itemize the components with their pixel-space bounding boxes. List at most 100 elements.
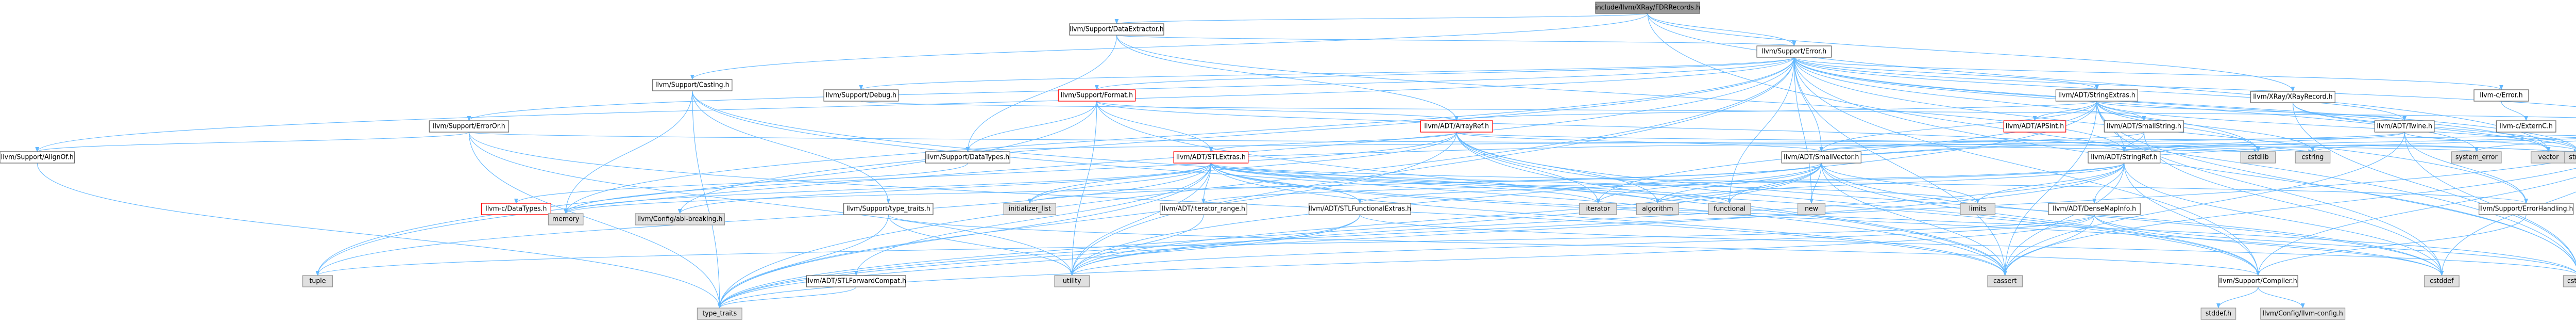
edge-smallvector-to-compiler	[1821, 163, 2260, 276]
node-llvm-c-error-h[interactable]: llvm-c/Error.h	[2473, 89, 2529, 102]
edge-supporterror-to-smallvector	[1793, 57, 1824, 152]
node-label: system_error	[2455, 153, 2498, 161]
node-llvm-c-externc-h[interactable]: llvm-c/ExternC.h	[2496, 120, 2556, 133]
node-llvm-support-compiler-h[interactable]: llvm/Support/Compiler.h	[2218, 275, 2298, 287]
node-llvm-adt-stringref-h[interactable]: llvm/ADT/StringRef.h	[2088, 151, 2161, 164]
node-llvm-adt-stlfunctionalextras-h[interactable]: llvm/ADT/STLFunctionalExtras.h	[1309, 203, 1411, 215]
node-box	[1173, 151, 1249, 164]
node-llvm-adt-twine-h[interactable]: llvm/ADT/Twine.h	[2374, 120, 2435, 133]
edge-supporterror-to-new	[1793, 57, 1814, 204]
edge-casting-to-type-traits	[692, 90, 722, 309]
edge-arrayref-to-algorithm	[1456, 132, 1660, 204]
edge-rawostream-to-cassert	[2003, 168, 2576, 276]
node-llvm-xray-xrayrecord-h[interactable]: llvm/XRay/XRayRecord.h	[2250, 91, 2335, 103]
edge-supporterror-to-cerror	[1793, 57, 2503, 90]
edge-stringref-to-stlfunctional	[1358, 163, 2125, 204]
edge-arrayref-to-smallvector	[1456, 132, 1823, 152]
node-box	[806, 275, 906, 287]
node-llvm-support-errorhandling-h[interactable]: llvm/Support/ErrorHandling.h	[2479, 203, 2574, 215]
edge-alignof-to-type-traits	[37, 163, 722, 309]
edge-supporterror-to-compiler	[1793, 57, 2260, 276]
edge-arrayref-to-stlextras	[1209, 132, 1457, 152]
node-iterator: iterator	[1579, 203, 1617, 215]
node-llvm-adt-stlextras-h[interactable]: llvm/ADT/STLExtras.h	[1173, 151, 1249, 164]
node-limits: limits	[1960, 203, 1996, 215]
edge-stringextras-to-string	[2096, 101, 2576, 150]
edge-twine-to-string	[2404, 132, 2576, 151]
node-label: cstdint	[2567, 277, 2576, 285]
node-llvm-adt-stlforwardcompat-h[interactable]: llvm/ADT/STLForwardCompat.h	[806, 275, 906, 287]
node-llvm-adt-densemapinfo-h[interactable]: llvm/ADT/DenseMapInfo.h	[2048, 203, 2141, 215]
edge-stringextras-to-cstdint	[2096, 101, 2576, 267]
node-box	[481, 203, 551, 215]
edge-iteratorrange-to-utility	[1070, 214, 1204, 276]
edge-supporterror-to-memory	[564, 57, 1794, 214]
node-llvm-support-alignof-h[interactable]: llvm/Support/AlignOf.h	[0, 151, 75, 164]
node-llvm-adt-smallvector-h[interactable]: llvm/ADT/SmallVector.h	[1781, 151, 1861, 164]
node-include-llvm-xray-fdrrecords-h[interactable]: include/llvm/XRay/FDRRecords.h	[1595, 2, 1700, 14]
node-llvm-adt-iterator-range-h[interactable]: llvm/ADT/iterator_range.h	[1160, 203, 1247, 215]
edge-stlextras-to-iterator	[1210, 163, 1600, 204]
node-llvm-adt-apsint-h[interactable]: llvm/ADT/APSInt.h	[2003, 120, 2066, 133]
node-label: llvm/Support/DataTypes.h	[926, 153, 1009, 161]
node-label: utility	[1063, 277, 1081, 285]
edge-stlextras-to-initializer-list	[1028, 163, 1211, 204]
node-llvm-support-type-traits-h[interactable]: llvm/Support/type_traits.h	[843, 203, 934, 215]
node-box	[1756, 45, 1832, 58]
node-system-error: system_error	[2451, 151, 2502, 164]
node-llvm-support-datatypes-h[interactable]: llvm/Support/DataTypes.h	[925, 151, 1010, 164]
node-llvm-support-erroror-h[interactable]: llvm/Support/ErrorOr.h	[429, 120, 510, 133]
node-label: llvm/ADT/iterator_range.h	[1162, 205, 1245, 213]
edge-cerror-to-cexternc	[2501, 101, 2528, 121]
node-algorithm: algorithm	[1636, 203, 1679, 215]
edge-format-to-tuple	[315, 101, 1097, 276]
node-llvm-adt-arrayref-h[interactable]: llvm/ADT/ArrayRef.h	[1420, 120, 1493, 133]
node-label: llvm/ADT/SmallVector.h	[1784, 153, 1859, 161]
node-label: algorithm	[1642, 205, 1673, 213]
node-box	[843, 203, 934, 215]
node-label: string	[2569, 153, 2576, 161]
edge-stlforward-to-type-traits	[718, 286, 857, 309]
node-label: llvm/ADT/STLForwardCompat.h	[806, 277, 906, 285]
node-llvm-adt-smallstring-h[interactable]: llvm/ADT/SmallString.h	[2104, 120, 2184, 133]
node-label: llvm/Support/ErrorOr.h	[433, 122, 505, 130]
edge-casting-to-typetraits	[692, 90, 891, 204]
node-llvm-support-casting-h[interactable]: llvm/Support/Casting.h	[652, 79, 733, 91]
node-llvm-c-datatypes-h[interactable]: llvm-c/DataTypes.h	[481, 203, 551, 215]
node-box	[548, 213, 584, 225]
node-tuple: tuple	[302, 275, 333, 287]
node-stddef-h: stddef.h	[2200, 308, 2236, 320]
node-llvm-config-llvm-config-h: llvm/Config/llvm-config.h	[2260, 308, 2346, 320]
edge-root-to-xrayrecord	[1647, 13, 2295, 92]
node-box	[2088, 151, 2161, 164]
node-llvm-support-debug-h[interactable]: llvm/Support/Debug.h	[823, 89, 899, 102]
node-label: llvm/ADT/APSInt.h	[2006, 122, 2064, 130]
edge-arrayref-to-cstddef	[1456, 132, 2444, 276]
node-box	[1058, 89, 1136, 102]
edge-stringref-to-limits	[1975, 163, 2125, 204]
node-llvm-support-error-h[interactable]: llvm/Support/Error.h	[1756, 45, 1832, 58]
node-box	[1708, 203, 1751, 215]
node-memory: memory	[548, 213, 584, 225]
node-string: string	[2564, 151, 2576, 164]
edge-densemapinfo-to-tuple	[316, 214, 2095, 276]
node-label: llvm/Support/Compiler.h	[2219, 277, 2297, 285]
edge-casting-to-cassert	[692, 90, 2007, 276]
node-llvm-support-dataextractor-h[interactable]: llvm/Support/DataExtractor.h	[1069, 23, 1164, 36]
edge-arrayref-to-initializer-list	[1028, 132, 1457, 204]
edge-casting-to-memory	[564, 90, 693, 214]
edge-densemapinfo-to-cassert	[2003, 214, 2095, 276]
node-llvm-support-format-h[interactable]: llvm/Support/Format.h	[1058, 89, 1136, 102]
node-box	[1579, 203, 1617, 215]
node-label: cassert	[1993, 277, 2016, 285]
edge-smallvector-to-cassert	[1821, 163, 2007, 276]
edge-stlextras-to-abibreaking	[678, 163, 1211, 214]
node-label: limits	[1969, 205, 1987, 213]
edge-rawostream-to-cstring	[2311, 138, 2576, 152]
edge-stringextras-to-twine	[2096, 101, 2406, 121]
edge-stlfunctional-to-type-traits	[718, 214, 1360, 309]
node-box	[2295, 151, 2331, 164]
node-box	[652, 79, 733, 91]
node-llvm-adt-stringextras-h[interactable]: llvm/ADT/StringExtras.h	[2055, 89, 2139, 102]
node-label: new	[1805, 205, 1818, 213]
